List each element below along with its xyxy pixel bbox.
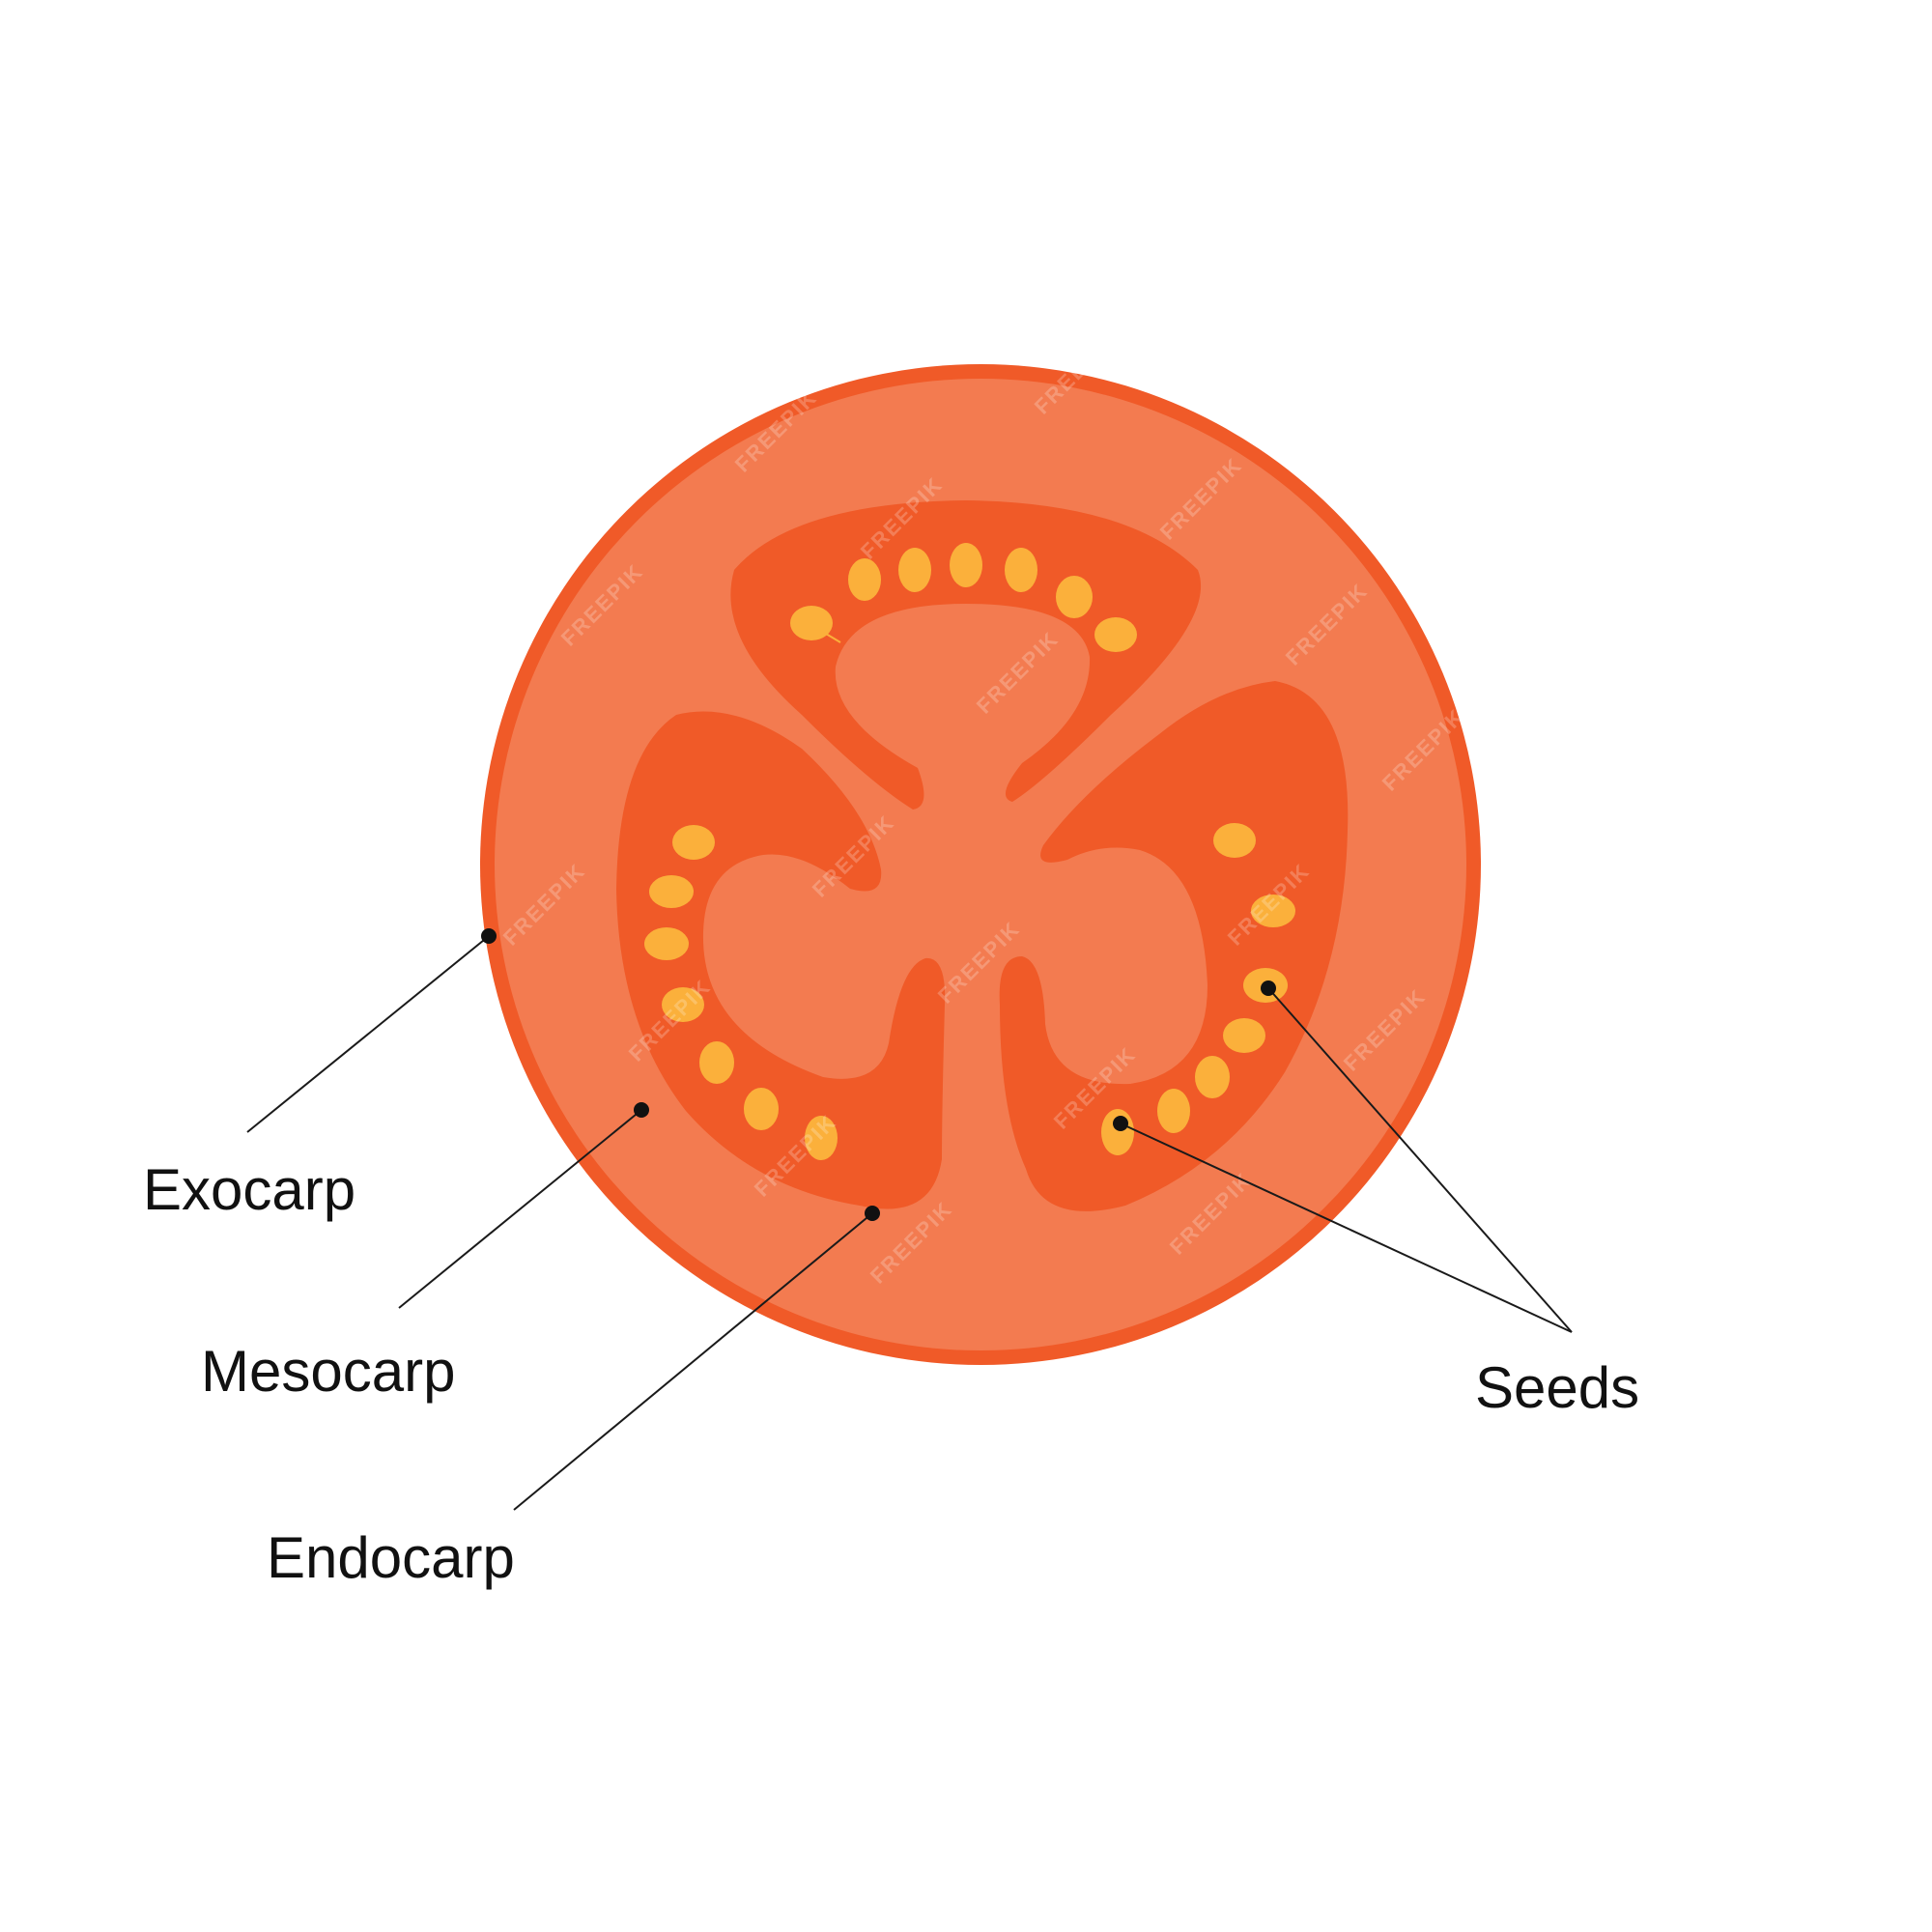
seed — [848, 558, 881, 601]
seed — [662, 987, 704, 1022]
locule-top — [730, 500, 1202, 810]
exocarp-label: Exocarp — [143, 1157, 355, 1222]
seed — [790, 606, 833, 640]
seeds-marker-dot-upper — [1261, 980, 1276, 996]
seed — [649, 875, 694, 908]
seed — [699, 1041, 734, 1084]
mesocarp-marker-dot — [634, 1102, 649, 1118]
seed — [1056, 576, 1093, 618]
exocarp-marker-dot — [481, 928, 497, 944]
seed — [1101, 1109, 1134, 1155]
seed — [950, 543, 982, 587]
locule-right — [999, 681, 1349, 1211]
endocarp-label: Endocarp — [267, 1525, 515, 1590]
seed-group-top — [790, 543, 1137, 652]
seed — [744, 1088, 779, 1130]
seed — [1005, 548, 1037, 592]
mesocarp-leader-line — [398, 1109, 642, 1309]
endocarp-leader-line — [513, 1212, 873, 1511]
callout-endocarp: Endocarp — [267, 1206, 880, 1590]
seeds-leader-line-lower — [1120, 1122, 1573, 1333]
mesocarp-label: Mesocarp — [201, 1339, 455, 1404]
seeds-label: Seeds — [1475, 1355, 1639, 1420]
seed-group-left — [644, 825, 838, 1160]
seeds-leader-line-upper — [1267, 987, 1573, 1333]
seed — [1094, 617, 1137, 652]
seed — [1223, 1018, 1265, 1053]
seed — [805, 1116, 838, 1160]
seed — [898, 548, 931, 592]
seed — [672, 825, 715, 860]
callout-mesocarp: Mesocarp — [201, 1102, 649, 1404]
seed — [644, 927, 689, 960]
seed — [1213, 823, 1256, 858]
seed — [1251, 895, 1295, 927]
callout-seeds: Seeds — [1113, 980, 1639, 1420]
endocarp-marker-dot — [865, 1206, 880, 1221]
seeds-marker-dot-lower — [1113, 1116, 1128, 1131]
exocarp-leader-line — [246, 935, 490, 1133]
seed — [1157, 1089, 1190, 1133]
callout-exocarp: Exocarp — [143, 928, 497, 1222]
seed — [1195, 1056, 1230, 1098]
seed-group-right — [1101, 823, 1295, 1155]
